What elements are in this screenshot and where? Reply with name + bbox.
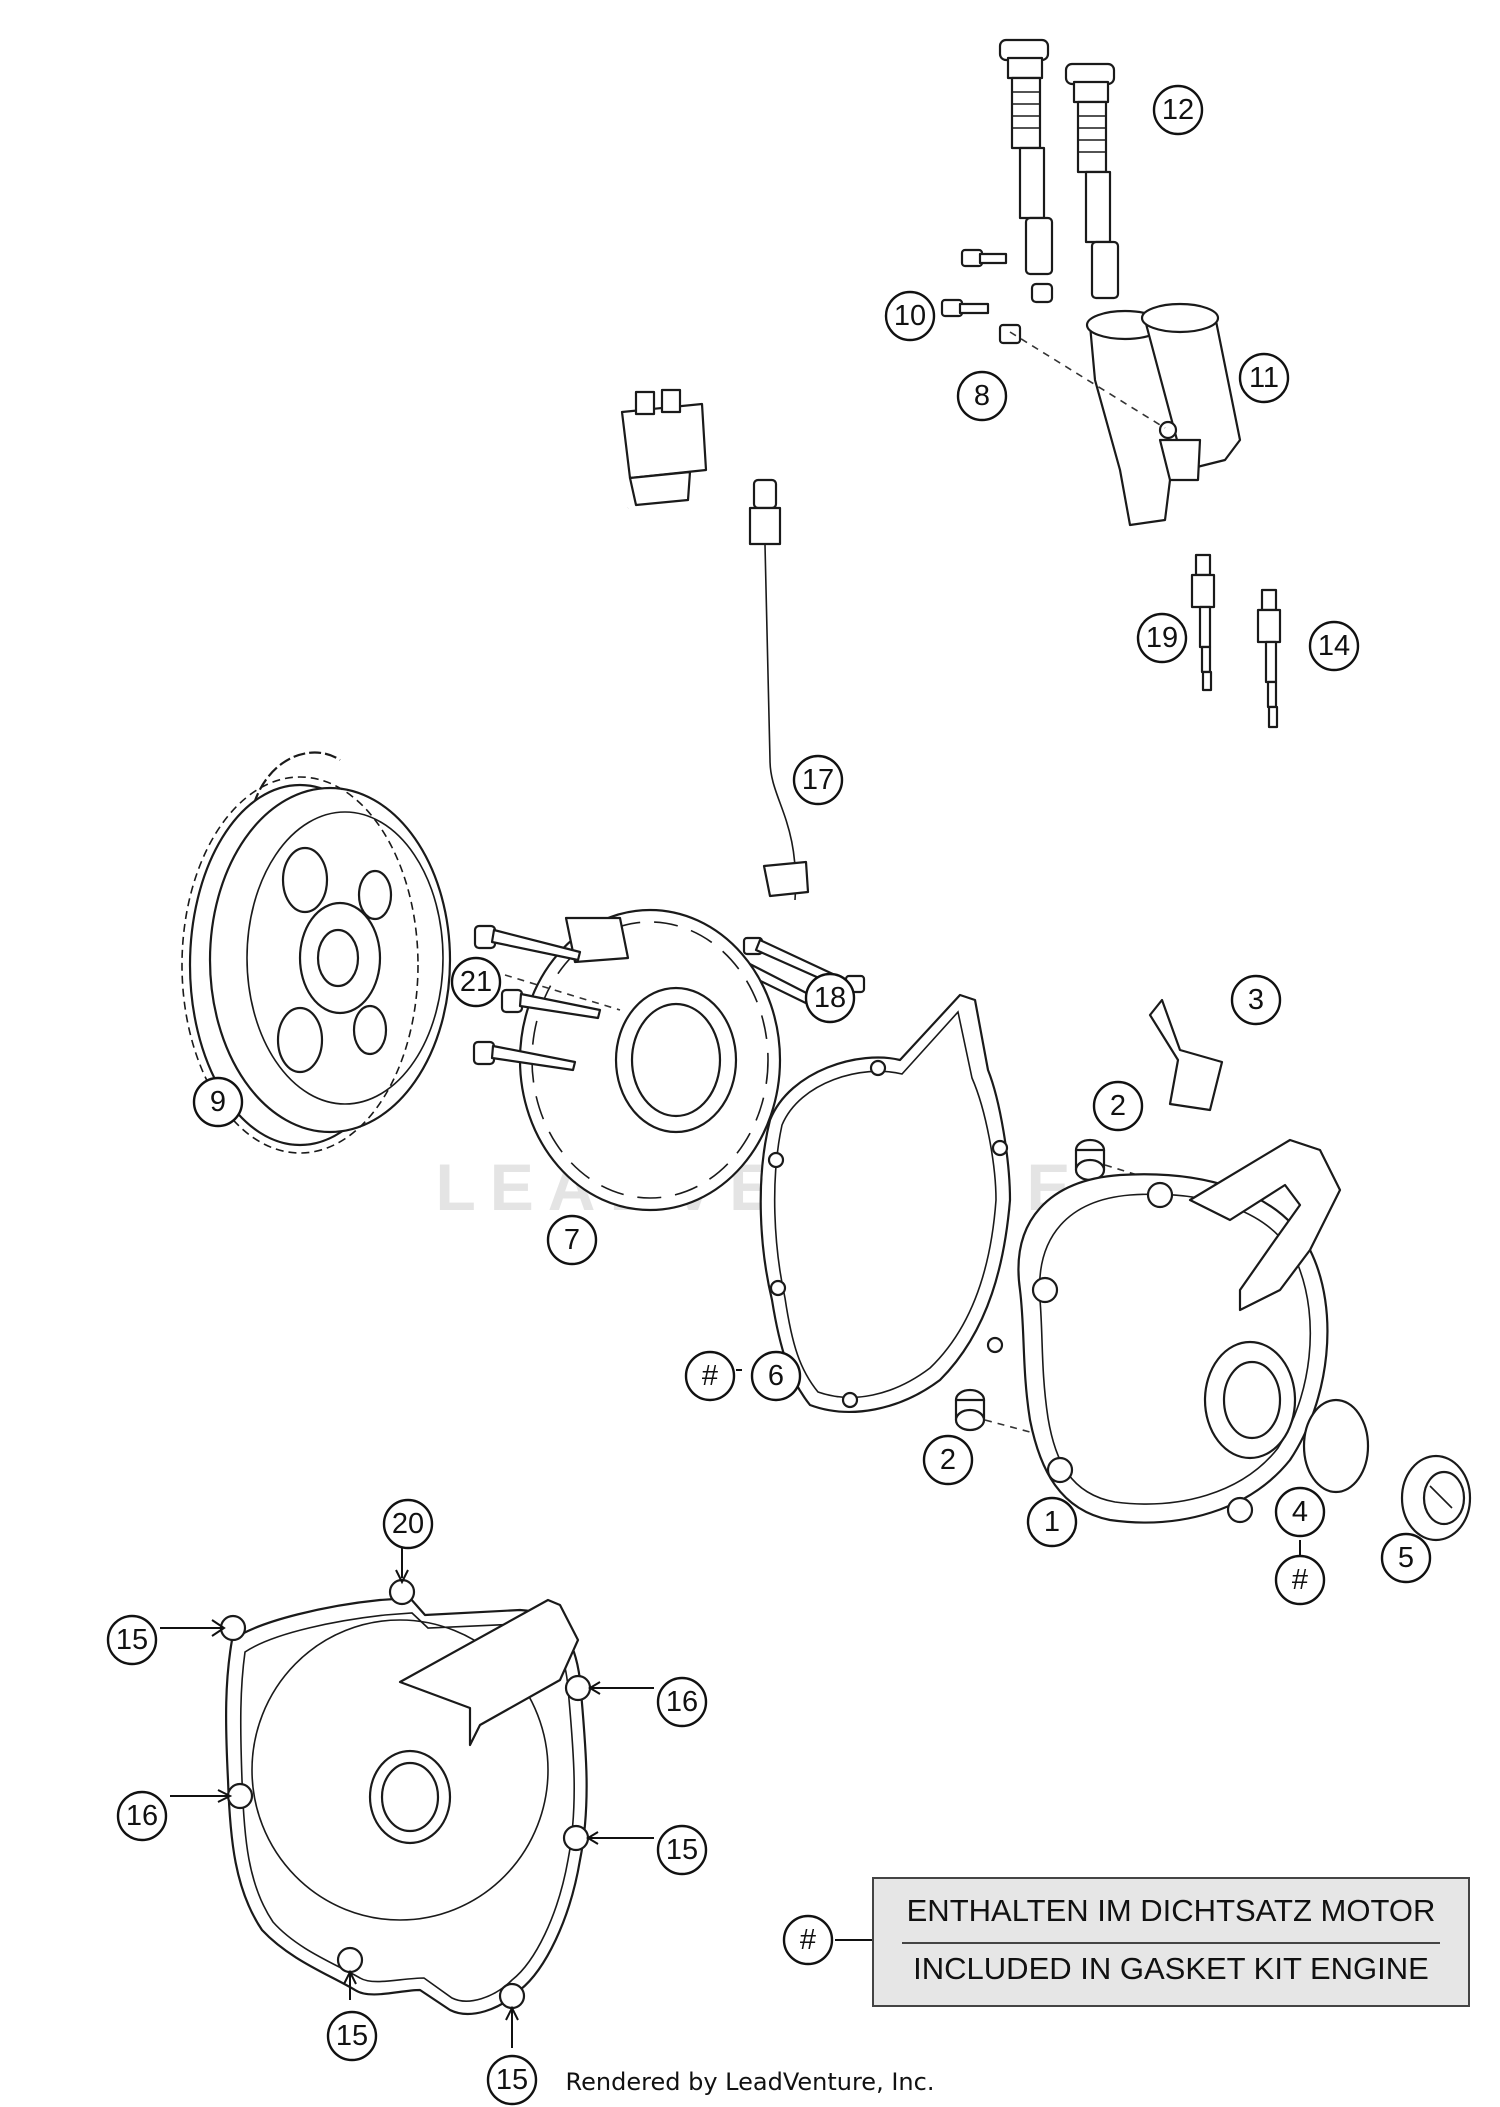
dowel-pin-lower	[954, 1388, 986, 1432]
callout-4-hash: #	[1274, 1554, 1326, 1606]
svg-text:11: 11	[1249, 362, 1279, 394]
svg-text:15: 15	[116, 1624, 148, 1656]
svg-text:15: 15	[496, 2064, 528, 2096]
svg-text:#: #	[702, 1360, 718, 1392]
callout-21: 21	[450, 956, 502, 1008]
callout-12: 12	[1152, 84, 1204, 136]
callout-11: 11	[1238, 352, 1290, 404]
spark-plug-19	[1190, 553, 1216, 692]
callout-15-top-left: 15	[106, 1614, 158, 1666]
callout-9: 9	[192, 1076, 244, 1128]
svg-text:8: 8	[974, 380, 990, 412]
svg-text:6: 6	[768, 1360, 784, 1392]
o-ring	[1302, 1398, 1370, 1494]
svg-text:2: 2	[940, 1444, 956, 1476]
svg-text:12: 12	[1162, 94, 1194, 126]
callout-4: 4	[1274, 1486, 1326, 1538]
callout-16-right: 16	[656, 1676, 708, 1728]
callout-8: 8	[956, 370, 1008, 422]
callout-legend-hash: #	[782, 1914, 834, 1966]
screw-plug	[1400, 1454, 1472, 1542]
callout-20: 20	[382, 1498, 434, 1550]
callout-2-upper: 2	[1092, 1080, 1144, 1132]
svg-text:15: 15	[336, 2020, 368, 2052]
svg-text:16: 16	[126, 1800, 158, 1832]
callout-7: 7	[546, 1214, 598, 1266]
callout-3: 3	[1230, 974, 1282, 1026]
spark-plug-14	[1256, 588, 1282, 729]
legend-text-english: INCLUDED IN GASKET KIT ENGINE	[913, 1951, 1429, 1986]
svg-text:21: 21	[460, 966, 492, 998]
svg-text:15: 15	[666, 1834, 698, 1866]
callout-17: 17	[792, 754, 844, 806]
svg-text:#: #	[1292, 1564, 1308, 1596]
stator-wiring-harness	[483, 388, 708, 943]
svg-text:18: 18	[814, 982, 846, 1014]
svg-text:#: #	[800, 1924, 816, 1956]
cover-gasket	[759, 993, 1012, 1413]
leader-lines	[160, 1369, 1301, 2048]
svg-text:7: 7	[564, 1224, 580, 1256]
legend-divider	[902, 1942, 1440, 1944]
svg-text:4: 4	[1292, 1496, 1308, 1528]
cable-bracket	[1148, 998, 1224, 1112]
callout-15-right: 15	[656, 1824, 708, 1876]
pickup-sensor-cable	[748, 478, 810, 901]
footer-credit: Rendered by LeadVenture, Inc.	[565, 2068, 935, 2096]
ignition-coil-pair	[998, 38, 1120, 300]
callout-5: 5	[1380, 1532, 1432, 1584]
coil-mounting-bolts	[940, 248, 1054, 345]
callout-14: 14	[1308, 620, 1360, 672]
flywheel-rotor	[181, 751, 452, 1154]
stator-screws	[472, 924, 602, 1072]
legend-text-german: ENTHALTEN IM DICHTSATZ MOTOR	[906, 1893, 1436, 1928]
svg-text:3: 3	[1248, 984, 1264, 1016]
svg-text:19: 19	[1146, 622, 1178, 654]
svg-text:1: 1	[1044, 1506, 1060, 1538]
callout-18: 18	[804, 972, 856, 1024]
callout-15-bottom-right: 15	[486, 2054, 538, 2106]
generator-cover-assembled-view	[219, 1578, 592, 2015]
svg-text:5: 5	[1398, 1542, 1414, 1574]
dowel-pin-upper	[1074, 1138, 1106, 1182]
svg-text:2: 2	[1110, 1090, 1126, 1122]
callout-2-lower: 2	[922, 1434, 974, 1486]
svg-text:16: 16	[666, 1686, 698, 1718]
svg-text:20: 20	[392, 1508, 424, 1540]
svg-text:17: 17	[802, 764, 834, 796]
callout-19: 19	[1136, 612, 1188, 664]
svg-text:10: 10	[894, 300, 926, 332]
generator-cover	[1017, 1138, 1342, 1524]
callout-16-left: 16	[116, 1790, 168, 1842]
callout-6-hash: #	[684, 1350, 736, 1402]
callout-1: 1	[1026, 1496, 1078, 1548]
gasket-kit-legend: ENTHALTEN IM DICHTSATZ MOTOR INCLUDED IN…	[872, 1877, 1470, 2007]
svg-text:14: 14	[1318, 630, 1350, 662]
callout-10: 10	[884, 290, 936, 342]
callout-6: 6	[750, 1350, 802, 1402]
coil-adapter-housing	[1085, 302, 1242, 527]
svg-text:9: 9	[210, 1086, 226, 1118]
stator-assembly	[518, 908, 782, 1212]
callout-15-bottom-left: 15	[326, 2010, 378, 2062]
